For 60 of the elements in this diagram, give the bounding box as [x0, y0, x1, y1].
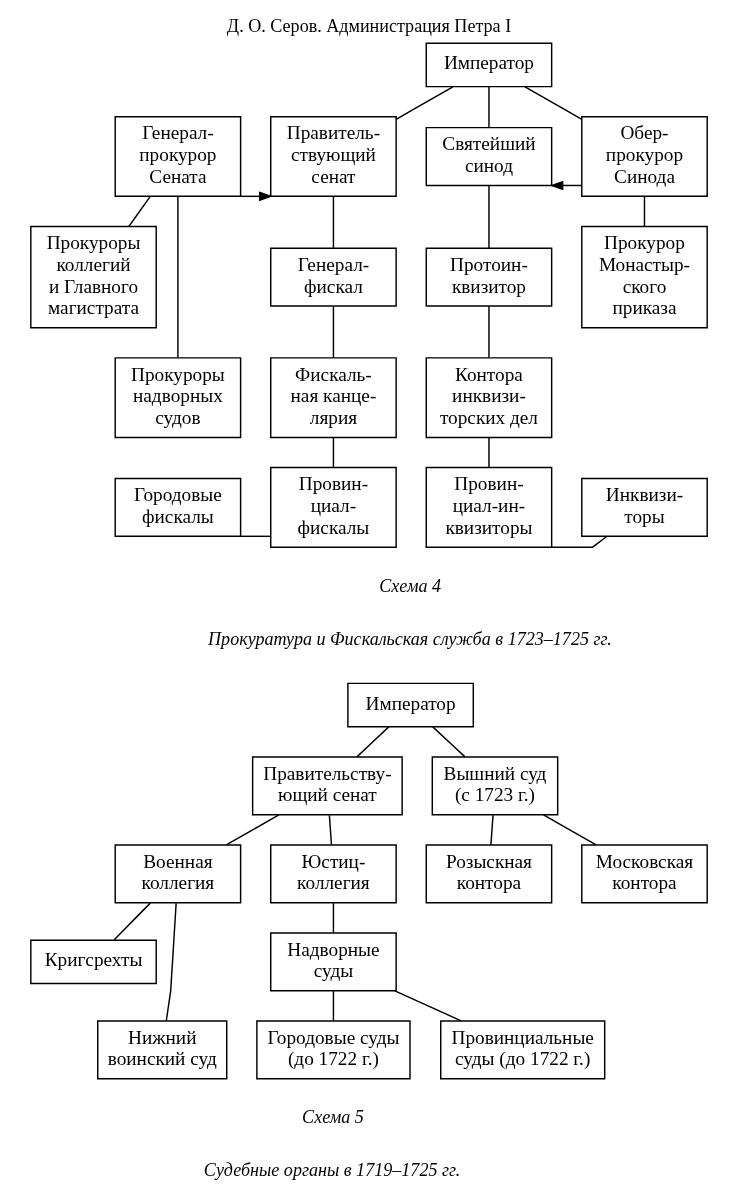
node-box: Нижний воинский суд	[96, 1020, 227, 1080]
node-box: Вышний суд (с 1723 г.)	[431, 756, 558, 816]
connector	[332, 902, 334, 934]
connector	[332, 436, 334, 469]
node-box: Провин- циал-ин- квизиторы	[425, 466, 552, 548]
node-box: Фискаль- ная канце- лярия	[269, 357, 397, 439]
connector	[487, 436, 490, 469]
label: Прокуратура и Фискальская служба в 1723–1725 гг.	[207, 628, 612, 649]
arrow	[549, 180, 582, 191]
node-box: Святейший синод	[425, 126, 552, 187]
connector	[332, 195, 334, 249]
label: Схема 5	[301, 1107, 364, 1128]
node-box: Генерал- фискал	[269, 247, 397, 307]
connector	[542, 814, 596, 846]
connector	[225, 814, 280, 846]
connector	[643, 195, 645, 228]
node-box: Городовые суды (до 1722 г.)	[255, 1020, 411, 1080]
node-box: Обер- прокурор Синода	[580, 116, 708, 198]
connector	[113, 902, 151, 941]
arrow	[239, 191, 273, 202]
connector	[393, 990, 462, 1022]
node-box: Инквизи- торы	[580, 477, 708, 538]
node-box: Правительству- ющий сенат	[251, 756, 403, 816]
connector	[239, 535, 271, 538]
node-box: Контора инквизи- торских дел	[425, 357, 552, 439]
node-box: Надворные суды	[269, 932, 397, 992]
diagram-title: Д. О. Серов. Администрация Петра I	[226, 16, 511, 37]
node-box: Московская контора	[580, 844, 708, 904]
connector	[127, 195, 151, 228]
node-box: Городовые фискалы	[114, 477, 241, 538]
connector	[332, 990, 334, 1022]
connector	[431, 726, 466, 758]
node-box: Протоин- квизитор	[425, 247, 552, 307]
node-box: Юстиц- коллегия	[269, 844, 397, 904]
node-box: Провин- циал- фискалы	[269, 466, 397, 548]
connector	[355, 726, 389, 758]
node-box: Генерал- прокурор Сената	[114, 116, 241, 198]
node-box: Военная коллегия	[114, 844, 241, 904]
connector	[550, 536, 607, 548]
connector	[523, 86, 582, 121]
node-box: Прокурор Монастыр- ского приказа	[580, 225, 708, 329]
connector	[487, 86, 490, 129]
connector	[328, 814, 332, 846]
node-box: Прокуроры коллегий и Главного магистрата	[29, 225, 157, 329]
node-box: Правитель- ствующий сенат	[269, 116, 397, 198]
node-box: Провинциальные суды (до 1722 г.)	[439, 1020, 605, 1080]
node-box: Розыскная контора	[425, 844, 552, 904]
label: Схема 4	[378, 575, 441, 596]
connector	[487, 305, 490, 359]
connector	[332, 305, 334, 359]
node-box: Кригсрехты	[29, 939, 157, 985]
label: Судебные органы в 1719–1725 гг.	[203, 1160, 460, 1181]
connector	[487, 185, 490, 249]
connector	[176, 195, 179, 359]
node-box: Император	[346, 682, 474, 728]
node-box: Император	[425, 42, 552, 88]
connector	[489, 814, 494, 846]
node-box: Прокуроры надворных судов	[114, 357, 241, 439]
connector	[394, 86, 454, 121]
connector	[165, 902, 177, 1022]
